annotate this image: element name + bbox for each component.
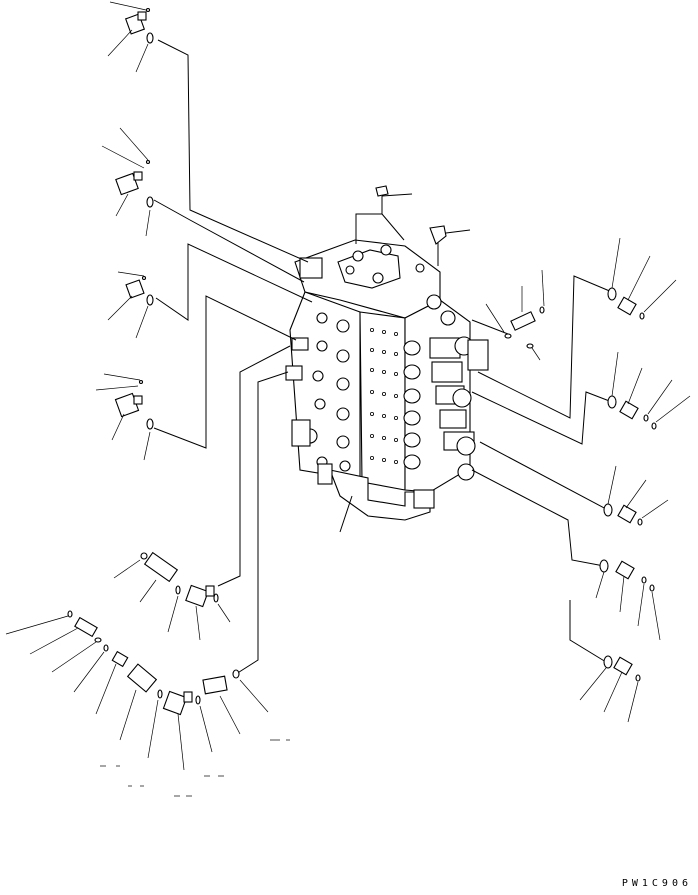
relief-valve-group [113, 551, 231, 641]
fitting-group-right-mid [607, 351, 691, 430]
fitting-group-right-lower [603, 465, 669, 526]
fitting-group-top-left [107, 1, 154, 73]
bolt-and-cap [375, 185, 447, 245]
leader-lines [153, 39, 613, 675]
drawing-code: PW1C906 [621, 878, 692, 889]
fitting-group-second-left [101, 127, 154, 237]
fitting-group-right-upper [485, 237, 677, 361]
fitting-group-right-bottom [579, 559, 661, 723]
fitting-group-fourth-left [95, 373, 154, 461]
fitting-group-third-left [107, 271, 154, 339]
control-valve-assembly [285, 239, 489, 521]
check-valve-group [5, 610, 290, 797]
